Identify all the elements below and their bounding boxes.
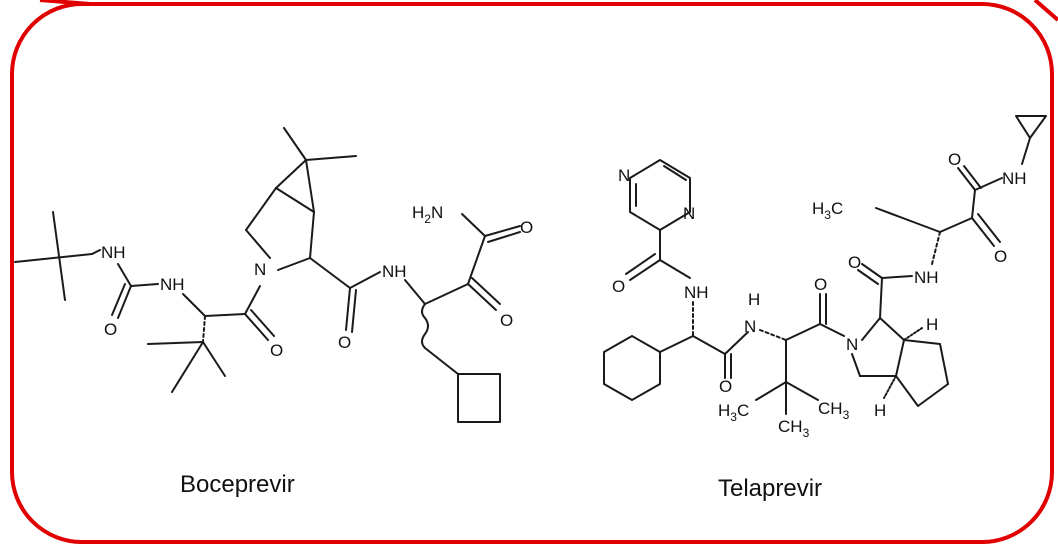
frame-connector-left — [39, 0, 91, 6]
boceprevir-structure: NH O NH O N O NH — [14, 127, 533, 498]
svg-text:N: N — [744, 317, 756, 336]
svg-text:N: N — [254, 260, 266, 279]
svg-text:O: O — [270, 341, 283, 360]
frame-connector-right — [1033, 0, 1058, 22]
svg-text:O: O — [338, 333, 351, 352]
svg-text:H3C: H3C — [812, 199, 843, 222]
svg-text:O: O — [848, 253, 861, 272]
svg-text:NH: NH — [684, 283, 709, 302]
svg-text:N: N — [683, 204, 695, 223]
svg-text:H3C: H3C — [718, 401, 749, 424]
svg-text:N: N — [846, 335, 858, 354]
svg-text:N: N — [618, 166, 630, 185]
svg-text:O: O — [500, 311, 513, 330]
svg-text:CH3: CH3 — [778, 417, 810, 440]
svg-text:NH: NH — [1002, 169, 1027, 188]
svg-text:H: H — [926, 315, 938, 334]
svg-text:O: O — [814, 275, 827, 294]
svg-text:H: H — [874, 401, 886, 420]
svg-text:O: O — [520, 218, 533, 237]
svg-text:O: O — [719, 377, 732, 396]
svg-text:O: O — [994, 247, 1007, 266]
svg-text:H2N: H2N — [412, 203, 443, 226]
svg-text:NH: NH — [914, 268, 939, 287]
frame-border — [10, 2, 1054, 544]
telaprevir-label: Telaprevir — [718, 475, 822, 502]
svg-text:NH: NH — [160, 275, 185, 294]
svg-text:O: O — [612, 277, 625, 296]
svg-text:H: H — [748, 290, 760, 309]
telaprevir-structure: N N O NH O H N H3C CH3 CH3 O N — [603, 115, 1047, 502]
svg-text:O: O — [948, 150, 961, 169]
svg-text:NH: NH — [382, 262, 407, 281]
svg-text:NH: NH — [101, 243, 126, 262]
svg-text:CH3: CH3 — [818, 399, 850, 422]
svg-text:O: O — [104, 320, 117, 339]
boceprevir-label: Boceprevir — [180, 471, 295, 498]
